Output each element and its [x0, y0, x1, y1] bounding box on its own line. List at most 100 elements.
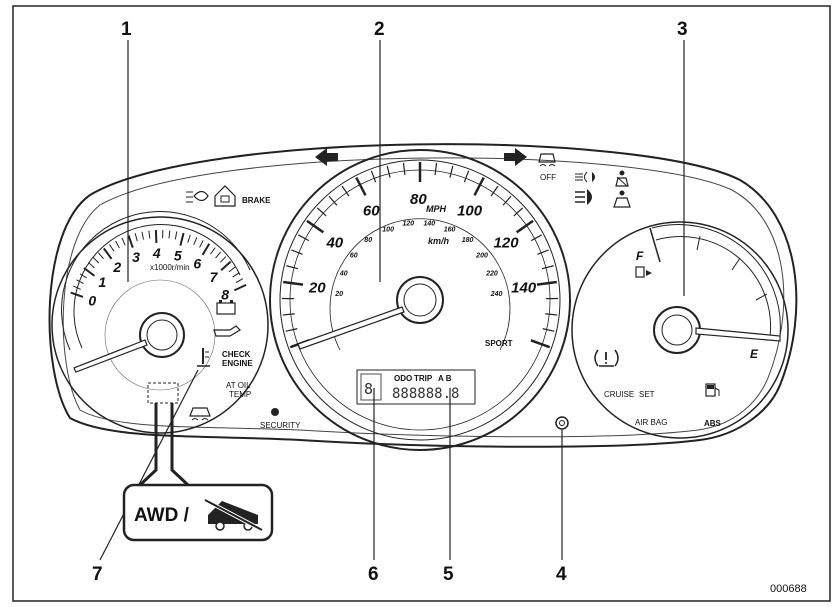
- speedo-tick: [355, 177, 367, 196]
- speedo-kmh-number: 20: [334, 291, 343, 298]
- speedo-tick: [370, 170, 377, 183]
- vehicle-dynamics-icon: [189, 407, 211, 421]
- speedo-tick: [402, 162, 406, 175]
- callout-1: 1: [121, 19, 132, 40]
- speedo-tick: [328, 195, 338, 206]
- fuel-hub-inner: [661, 314, 693, 346]
- cluster-bezel: [62, 157, 785, 438]
- tacho-tick: [134, 233, 138, 242]
- seatbelt-icon: [615, 170, 629, 187]
- tacho-tick: [79, 273, 88, 279]
- tacho-tick: [109, 244, 115, 252]
- speedo-ticks: [282, 162, 558, 349]
- fuel-arc-outer: [651, 224, 781, 336]
- speedo-tick: [298, 234, 310, 242]
- brake-label: BRAKE: [242, 196, 271, 205]
- door-open-icon: [214, 185, 236, 207]
- at-oil-label: AT OIL: [226, 381, 251, 390]
- tacho-tick: [220, 260, 232, 272]
- cruise-label: CRUISE: [604, 390, 634, 399]
- tacho-hub-inner: [146, 319, 178, 351]
- fuel-hub: [653, 306, 701, 354]
- speedo-hub: [396, 276, 444, 324]
- speedo-mph-number: 60: [363, 203, 380, 220]
- right-turn-arrow-icon: [504, 148, 527, 166]
- tacho-hub: [139, 312, 185, 358]
- speedo-mph-number: 40: [325, 234, 343, 251]
- speedo-mph-number: 20: [308, 280, 326, 297]
- tacho-ticks: [70, 230, 247, 298]
- tacho-tick: [83, 267, 96, 277]
- lcd-trip-label: TRIP: [414, 374, 433, 383]
- speedo-tick: [541, 265, 554, 270]
- speedo-tick: [316, 207, 327, 217]
- fuel-rim: [571, 221, 789, 439]
- tacho-number: 3: [132, 249, 140, 265]
- tacho-number: 2: [112, 259, 121, 275]
- at-temp-label: TEMP: [229, 390, 251, 399]
- tacho-arc-outer: [61, 211, 251, 351]
- tacho-tick: [76, 279, 84, 285]
- fuel-empty-label: E: [750, 347, 759, 361]
- fuel-full-label: F: [636, 249, 644, 263]
- speedo-tick: [537, 249, 549, 255]
- inset-box: [122, 483, 274, 542]
- speedo-tick: [545, 313, 558, 316]
- tacho-tick: [127, 235, 134, 248]
- tacho-number: 6: [193, 255, 201, 271]
- tacho-tick: [73, 285, 81, 290]
- callout-6: 6: [368, 564, 379, 585]
- speedo-kmh-arc: [329, 218, 511, 351]
- speedo-mph-number: 100: [457, 203, 483, 220]
- mph-unit: MPH: [426, 204, 447, 214]
- tacho-number: 8: [221, 287, 229, 303]
- callout-7: 7: [92, 564, 103, 585]
- speedo-tick: [490, 185, 499, 197]
- speedo-tick: [306, 219, 325, 234]
- lcd-ab-label: A B: [438, 374, 452, 383]
- tacho-tick: [115, 240, 120, 249]
- speedo-tick: [530, 234, 542, 242]
- tacho-tick: [228, 266, 236, 273]
- callout-3: 3: [677, 19, 688, 40]
- tacho-tick: [70, 291, 84, 298]
- tacho-tick: [199, 240, 204, 248]
- fuel-tick-2: [731, 257, 741, 271]
- battery-icon: [216, 300, 236, 315]
- tacho-tick: [187, 234, 191, 243]
- speedo-rim-outer: [269, 149, 571, 451]
- left-turn-arrow-icon: [315, 148, 338, 166]
- awd-off-icon: [204, 498, 263, 532]
- tacho-tick: [168, 230, 171, 239]
- speedo-kmh-number: 80: [364, 237, 372, 244]
- tire-pressure-icon: [594, 349, 619, 367]
- fuel-door-icon: [635, 266, 652, 278]
- tacho-unit: x1000r/min: [150, 263, 190, 272]
- speedo-tick: [473, 177, 485, 196]
- speedo-kmh-number: 220: [485, 271, 498, 278]
- tacho-tick: [235, 278, 244, 283]
- tacho-tick: [88, 262, 95, 269]
- tacho-tick: [97, 252, 104, 260]
- speedo-kmh-number: 200: [475, 252, 488, 259]
- tacho-inner-ring: [104, 279, 216, 391]
- tacho-tick: [219, 256, 227, 263]
- fuel-tick-1: [696, 235, 701, 251]
- speedo-tick: [285, 328, 298, 332]
- sport-label: SPORT: [485, 339, 513, 348]
- airbag-label: AIR BAG: [635, 418, 667, 427]
- tacho-tick: [210, 247, 216, 255]
- speedo-mph-number: 80: [410, 191, 427, 208]
- tacho-tick: [141, 231, 144, 240]
- speedo-kmh-number: 120: [403, 221, 415, 228]
- fuel-needle: [695, 327, 781, 342]
- engine-label: ENGINE: [222, 359, 253, 368]
- high-beam-icon: [575, 189, 592, 205]
- tacho-tick: [233, 283, 247, 292]
- lcd-odo-label: ODO: [394, 374, 412, 383]
